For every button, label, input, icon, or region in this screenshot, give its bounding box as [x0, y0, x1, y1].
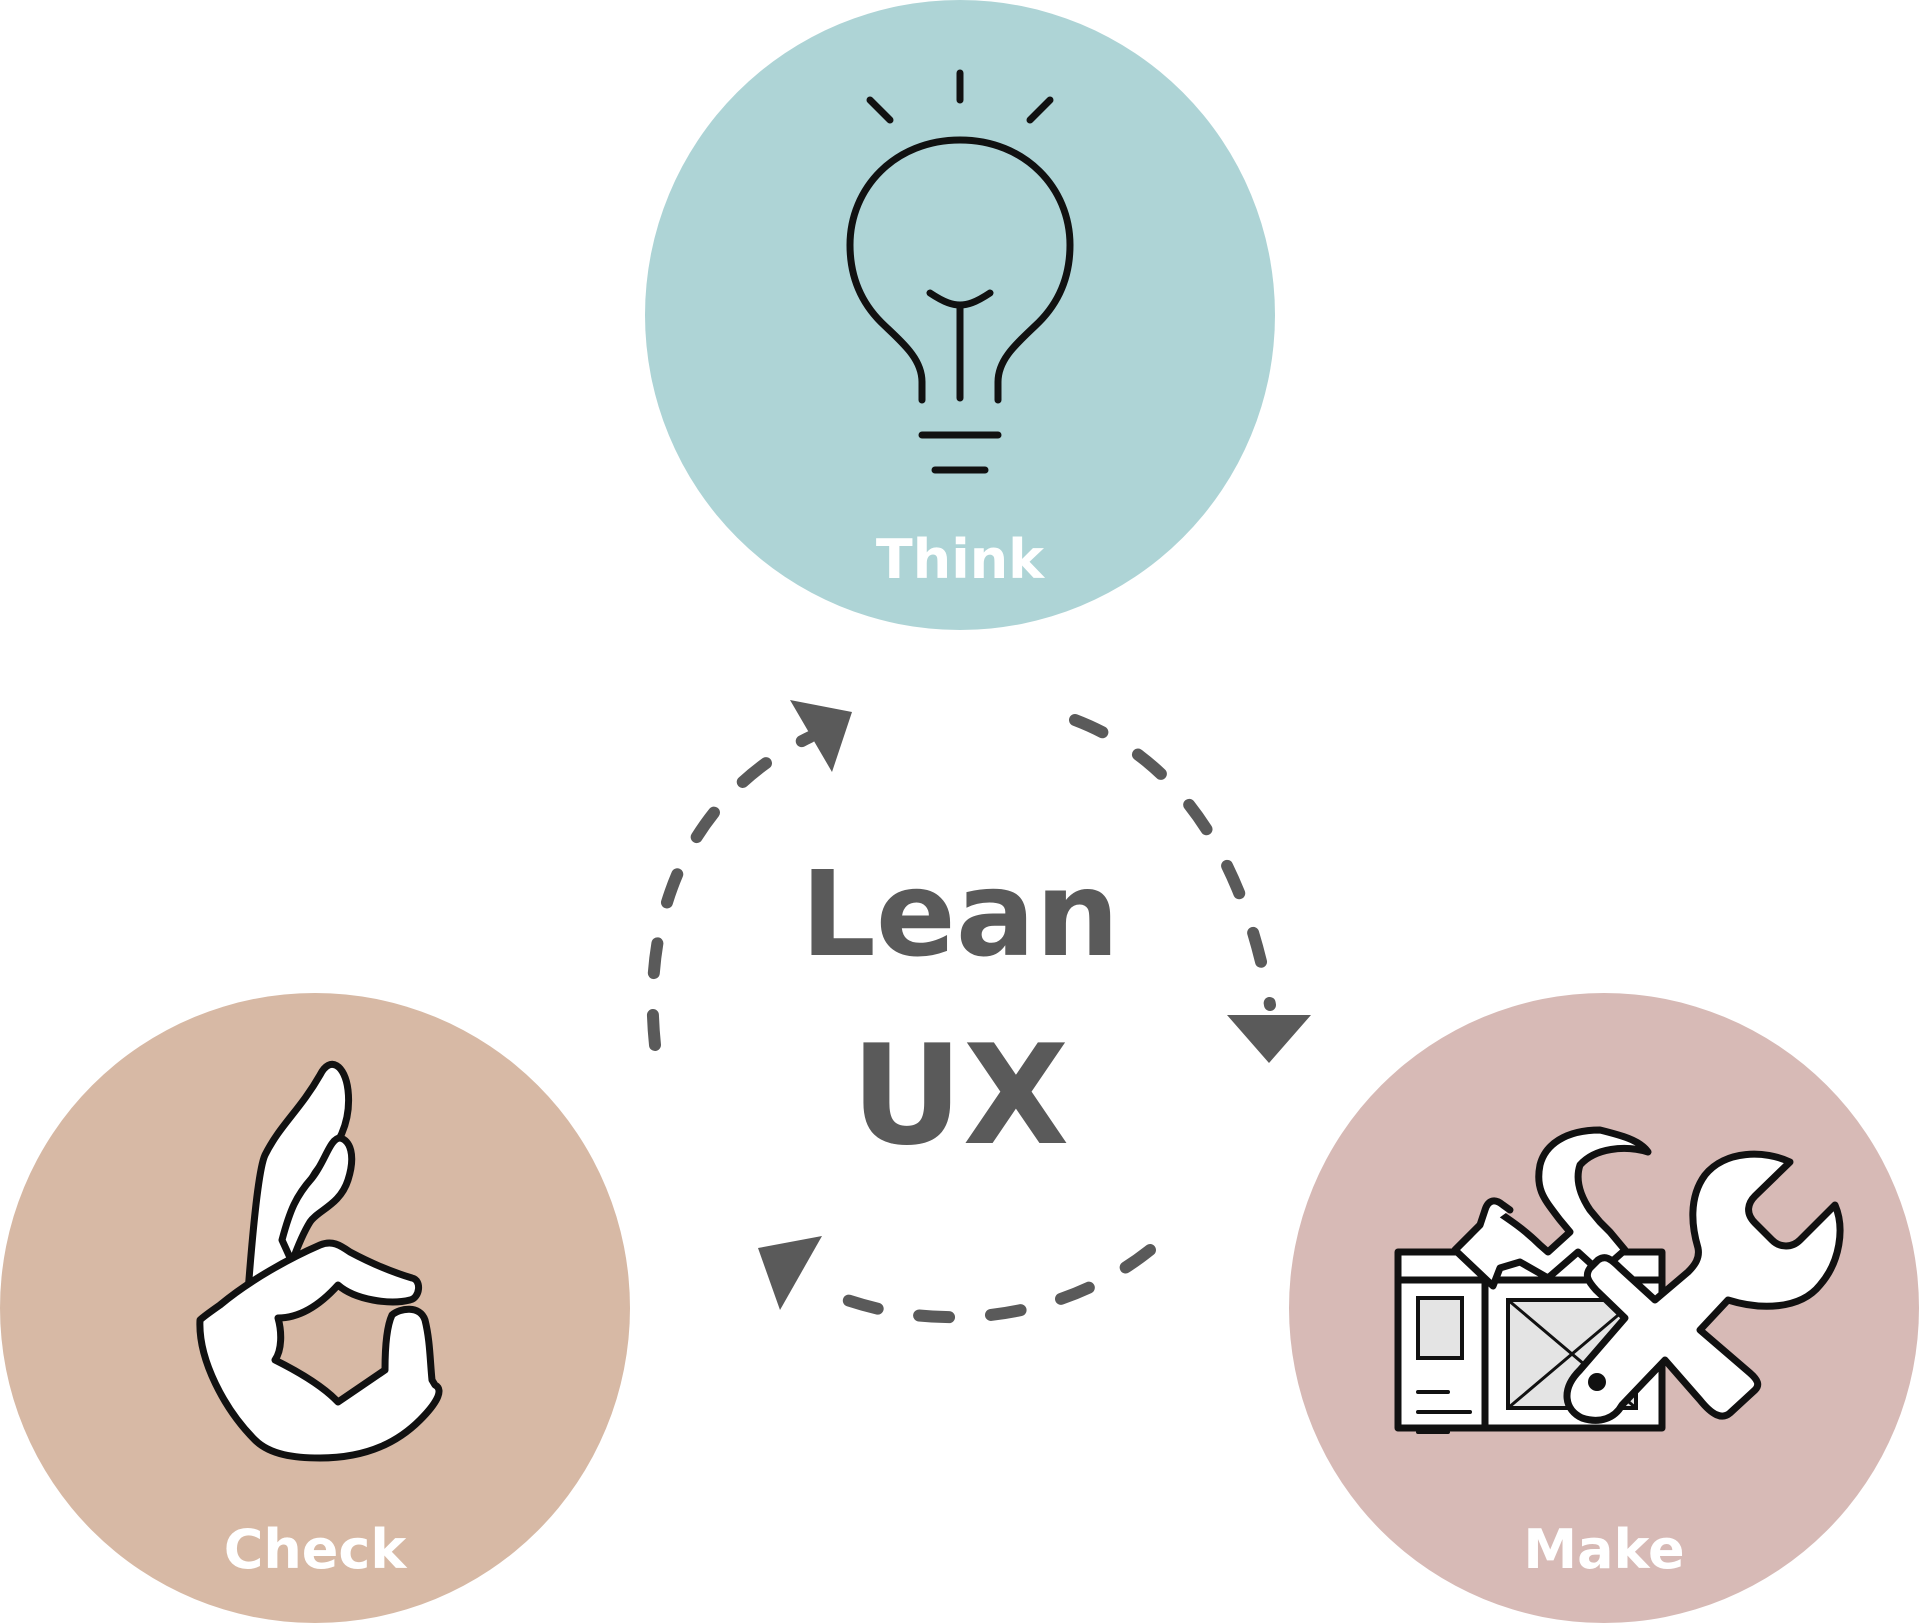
tools-icon [1394, 1126, 1844, 1434]
arrow-think-to-make [1069, 714, 1276, 1011]
check-phase: Check [0, 993, 630, 1623]
center-title-ux: UX [851, 1015, 1069, 1176]
arrow-make-to-check [804, 1244, 1156, 1324]
arrow-check-to-think [646, 731, 816, 1051]
think-phase: Think [645, 0, 1275, 630]
lightbulb-icon [846, 69, 1074, 474]
cycle-arrows [646, 700, 1311, 1324]
arrowhead-make [1227, 1015, 1311, 1063]
think-label: Think [876, 528, 1045, 591]
arrowhead-think [790, 700, 852, 772]
make-label: Make [1523, 1518, 1684, 1581]
ok-hand-icon [196, 1060, 443, 1462]
check-label: Check [224, 1518, 408, 1581]
center-title-lean: Lean [801, 845, 1120, 983]
arrowhead-check [758, 1236, 822, 1310]
make-phase: Make [1289, 993, 1919, 1623]
